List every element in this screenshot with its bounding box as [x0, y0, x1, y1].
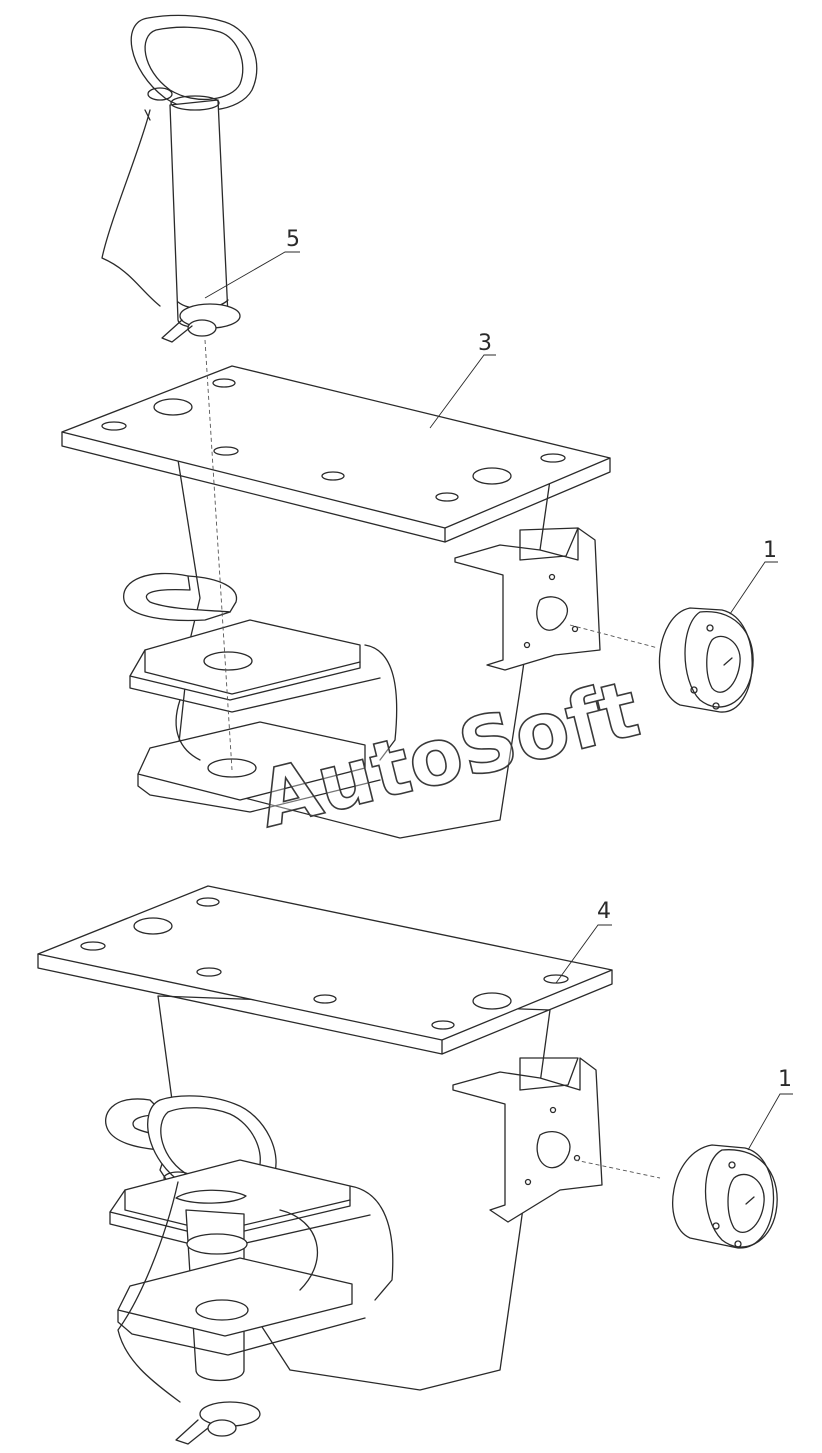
callout-1-bottom: 1	[778, 1067, 792, 1092]
callouts: 5 3 1 4 1	[204, 227, 793, 1151]
hitch-assembly-4	[37, 885, 613, 1445]
callout-4: 4	[597, 899, 611, 924]
socket-1-bottom	[574, 1144, 778, 1249]
leader-3	[429, 354, 496, 429]
leader-1-bottom	[747, 1093, 793, 1151]
upper-shackle-loop	[123, 572, 231, 622]
socket-body	[672, 1144, 775, 1249]
pin-lanyard-wire	[101, 109, 161, 307]
leader-4	[555, 924, 612, 984]
pin-handle-loop	[130, 14, 258, 111]
callout-3: 3	[478, 331, 492, 356]
leader-5	[204, 251, 300, 299]
upper-side-bracket	[454, 527, 601, 671]
socket-1-top	[569, 607, 754, 713]
hitch-assembly-3	[61, 339, 611, 839]
lower-jaw-bottom	[117, 1257, 353, 1337]
lower-side-bracket	[452, 1057, 603, 1223]
hitch-pin-5	[101, 14, 258, 343]
leader-1-top	[729, 561, 778, 615]
pin-shaft	[169, 99, 229, 328]
callout-1-top: 1	[763, 538, 777, 563]
upper-jaw-bottom	[137, 721, 366, 801]
callout-5: 5	[286, 227, 300, 252]
